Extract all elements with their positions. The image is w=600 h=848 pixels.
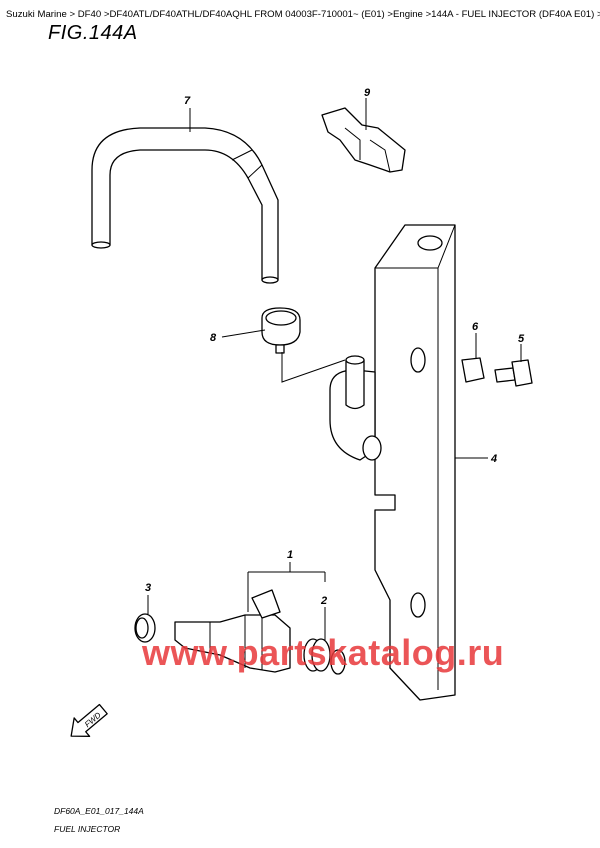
fwd-arrow-icon: FWD — [70, 703, 108, 737]
figure-title: FIG.144A — [48, 22, 138, 44]
callout-3[interactable]: 3 — [145, 582, 151, 594]
breadcrumb-separator: > — [425, 9, 432, 20]
leader-lines — [147, 98, 522, 640]
part-clip[interactable] — [321, 107, 406, 173]
part-fuel-rail[interactable] — [329, 224, 456, 701]
callout-1[interactable]: 1 — [287, 549, 293, 561]
drawing-name: FUEL INJECTOR — [54, 824, 121, 834]
callout-5[interactable]: 5 — [518, 333, 525, 345]
breadcrumb-item[interactable]: DF40 — [77, 9, 102, 20]
breadcrumb-current: 144A - FUEL INJECTOR (DF40A E01) — [431, 9, 595, 20]
breadcrumb-separator: > — [103, 9, 110, 20]
part-o-ring[interactable] — [303, 638, 346, 675]
part-bolt[interactable] — [494, 359, 533, 387]
breadcrumb: Suzuki Marine > DF40 >DF40ATL/DF40ATHL/D… — [6, 9, 600, 20]
breadcrumb-item[interactable]: DF40ATL/DF40ATHL/DF40AQHL FROM 04003F-71… — [109, 9, 385, 20]
callout-9[interactable]: 9 — [364, 87, 371, 99]
part-hose[interactable] — [91, 127, 279, 284]
part-cap[interactable] — [134, 613, 156, 643]
callout-4[interactable]: 4 — [490, 453, 497, 465]
callout-8[interactable]: 8 — [210, 332, 217, 344]
breadcrumb-separator: > — [387, 9, 394, 20]
breadcrumb-separator: > — [69, 9, 76, 20]
part-collar[interactable] — [461, 357, 485, 383]
drawing-code: DF60A_E01_017_144A — [54, 806, 144, 816]
callout-7[interactable]: 7 — [184, 95, 191, 107]
part-hose-clamp[interactable] — [261, 307, 301, 354]
breadcrumb-item[interactable]: Suzuki Marine — [6, 9, 67, 20]
breadcrumb-item[interactable]: Engine — [393, 9, 423, 20]
callout-2[interactable]: 2 — [320, 595, 327, 607]
watermark: www.partskatalog.ru — [142, 632, 505, 673]
callout-6[interactable]: 6 — [472, 321, 479, 333]
breadcrumb-separator: > — [597, 9, 600, 20]
part-injector[interactable] — [174, 589, 291, 673]
